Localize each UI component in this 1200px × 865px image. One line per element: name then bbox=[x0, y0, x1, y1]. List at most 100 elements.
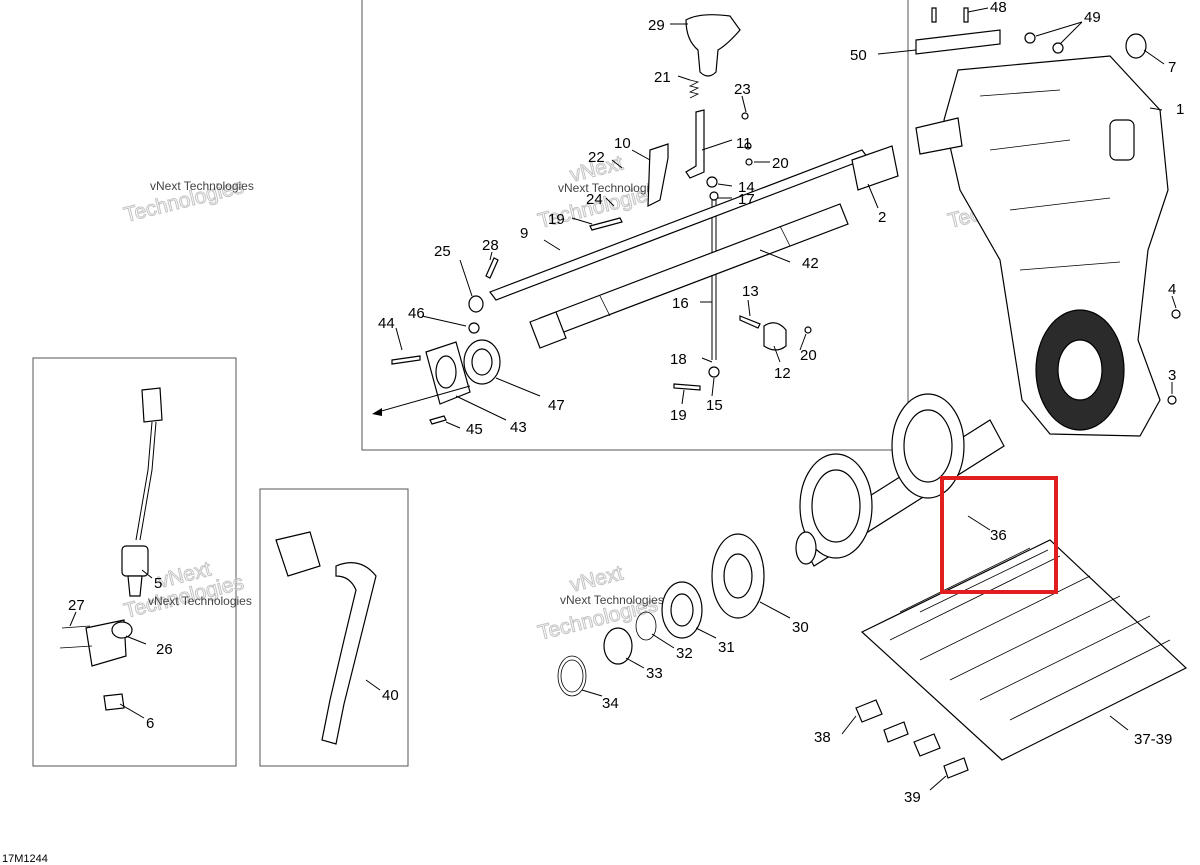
track-section bbox=[855, 539, 1188, 779]
svg-text:vNext Technologies: vNext Technologies bbox=[150, 179, 254, 193]
svg-text:vNext Technologies: vNext Technologies bbox=[560, 593, 664, 607]
part-48-screw bbox=[931, 7, 937, 23]
part-4-nut bbox=[1171, 309, 1181, 319]
callout-37-39: 37-39 bbox=[1134, 731, 1172, 748]
callout-labels: 29 21 23 10 11 22 20 14 24 17 19 2 9 28 … bbox=[68, 0, 1184, 806]
part-50-plate bbox=[915, 29, 1001, 55]
part-2-sleeve bbox=[851, 145, 899, 191]
frame-sensor-group bbox=[32, 357, 237, 767]
part-15-bushing bbox=[708, 366, 720, 378]
callout-14: 14 bbox=[738, 179, 755, 196]
callout-18: 18 bbox=[670, 351, 687, 368]
callout-30: 30 bbox=[792, 619, 809, 636]
callout-5: 5 bbox=[154, 575, 162, 592]
callout-31: 31 bbox=[718, 639, 735, 656]
part-44-bolt bbox=[391, 355, 421, 365]
callout-24: 24 bbox=[586, 191, 603, 208]
part-19-bolt-upper bbox=[589, 217, 623, 231]
callout-22: 22 bbox=[588, 149, 605, 166]
callout-19-lower: 19 bbox=[670, 407, 687, 424]
frame-shift-linkage bbox=[361, 0, 909, 451]
part-33-cap bbox=[603, 627, 633, 665]
svg-text:vNext: vNext bbox=[568, 562, 626, 597]
callout-1: 1 bbox=[1176, 101, 1184, 118]
callout-46: 46 bbox=[408, 305, 425, 322]
drawing-code: 17M1244 bbox=[2, 853, 48, 865]
part-19-bolt-lower bbox=[673, 383, 701, 391]
part-40-harness bbox=[321, 562, 377, 745]
part-34-circlip bbox=[557, 655, 587, 697]
callout-45: 45 bbox=[466, 421, 483, 438]
callout-47: 47 bbox=[548, 397, 565, 414]
callout-7: 7 bbox=[1168, 59, 1176, 76]
part-3-nut bbox=[1167, 395, 1177, 405]
harness-connector bbox=[275, 531, 321, 577]
callout-27: 27 bbox=[68, 597, 85, 614]
callout-9: 9 bbox=[520, 225, 528, 242]
callout-21: 21 bbox=[654, 69, 671, 86]
svg-text:vNext Technologies: vNext Technologies bbox=[148, 594, 252, 608]
part-32-ring bbox=[635, 611, 657, 641]
svg-text:vNext Technologies: vNext Technologies bbox=[558, 181, 662, 195]
callout-48: 48 bbox=[990, 0, 1007, 16]
part-14-ball-joint bbox=[706, 176, 718, 188]
harness-group bbox=[275, 531, 377, 745]
callout-20-upper: 20 bbox=[772, 155, 789, 172]
shift-linkage-group bbox=[372, 14, 899, 425]
part-5-connector bbox=[141, 387, 163, 423]
gearbox-housing bbox=[915, 7, 1181, 437]
part-25-bushing bbox=[468, 295, 484, 313]
callout-43: 43 bbox=[510, 419, 527, 436]
callout-34: 34 bbox=[602, 695, 619, 712]
part-46-washer bbox=[468, 322, 480, 334]
callout-49: 49 bbox=[1084, 9, 1101, 26]
callout-28: 28 bbox=[482, 237, 499, 254]
callout-26: 26 bbox=[156, 641, 173, 658]
callout-15: 15 bbox=[706, 397, 723, 414]
part-10-bracket bbox=[647, 143, 669, 207]
part-27-screws bbox=[59, 625, 93, 649]
callout-23: 23 bbox=[734, 81, 751, 98]
callout-44: 44 bbox=[378, 315, 395, 332]
sensor-group bbox=[59, 387, 163, 711]
part-49-nut bbox=[1024, 32, 1036, 44]
callout-33: 33 bbox=[646, 665, 663, 682]
part-13-bolt bbox=[739, 315, 761, 329]
callout-11: 11 bbox=[736, 135, 752, 152]
part-29-shift-knob bbox=[685, 14, 741, 77]
part-38-clip bbox=[855, 699, 883, 723]
callout-36: 36 bbox=[990, 527, 1007, 544]
part-28-pin bbox=[485, 257, 499, 279]
callout-32: 32 bbox=[676, 645, 693, 662]
part-6-nut bbox=[103, 693, 125, 711]
callout-40: 40 bbox=[382, 687, 399, 704]
callout-25: 25 bbox=[434, 243, 451, 260]
callout-13: 13 bbox=[742, 283, 759, 300]
callout-29: 29 bbox=[648, 17, 665, 34]
callout-3: 3 bbox=[1168, 367, 1176, 384]
part-20-nut bbox=[745, 158, 753, 166]
callout-2: 2 bbox=[878, 209, 886, 226]
sprocket-shaft-assembly bbox=[557, 393, 1005, 697]
part-17-bushing bbox=[709, 191, 719, 201]
callout-10: 10 bbox=[614, 135, 631, 152]
callout-16: 16 bbox=[672, 295, 689, 312]
highlight-box-part-36 bbox=[940, 476, 1058, 594]
part-39-clip bbox=[943, 757, 969, 779]
part-21-spring bbox=[688, 79, 700, 99]
callout-50: 50 bbox=[850, 47, 867, 64]
callout-17: 17 bbox=[738, 191, 755, 208]
callout-12: 12 bbox=[774, 365, 791, 382]
part-11-lever bbox=[685, 109, 705, 179]
callout-38: 38 bbox=[814, 729, 831, 746]
part-12-bracket bbox=[763, 322, 787, 351]
part-45-screw bbox=[429, 415, 447, 425]
part-37-track bbox=[860, 539, 1188, 761]
callout-42: 42 bbox=[802, 255, 819, 272]
leader-lines bbox=[69, 7, 1177, 791]
callout-4: 4 bbox=[1168, 281, 1176, 298]
callout-39: 39 bbox=[904, 789, 921, 806]
callout-6: 6 bbox=[146, 715, 154, 732]
part-23-screw bbox=[741, 112, 749, 120]
